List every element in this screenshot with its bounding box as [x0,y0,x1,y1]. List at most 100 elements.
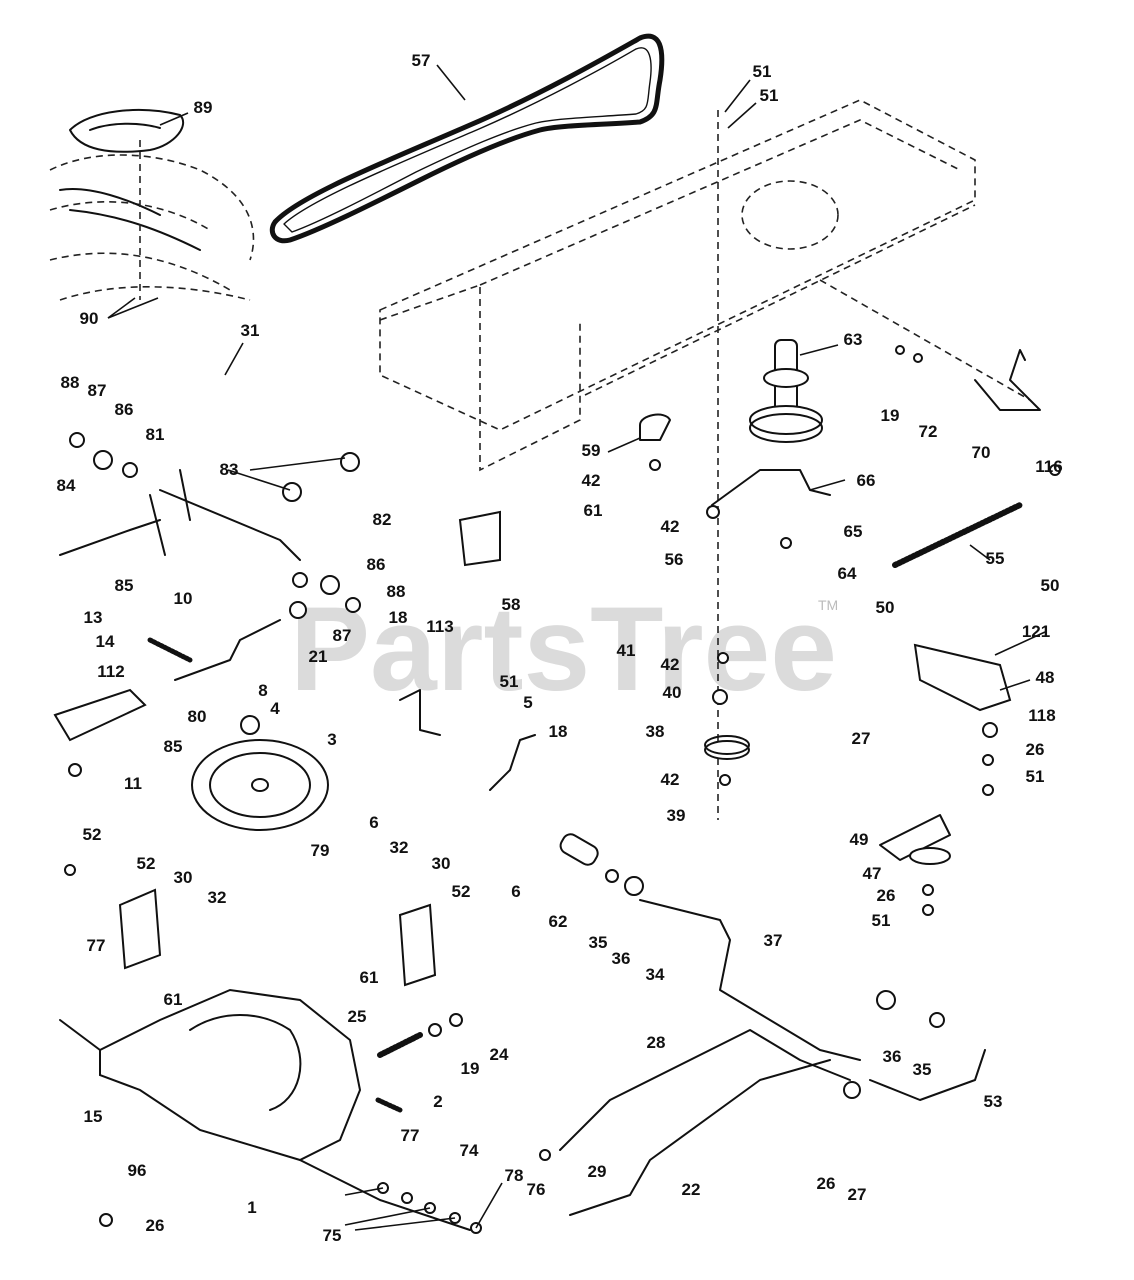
callout-c40: 40 [663,683,682,702]
callout-c42c: 42 [661,655,680,674]
callout-c18b: 18 [549,722,568,741]
callout-c85b: 85 [164,737,183,756]
callout-c116: 116 [1035,457,1062,476]
callout-c6a: 6 [369,813,378,832]
callout-c32a: 32 [390,838,409,857]
callout-c19a: 19 [881,406,900,425]
callout-c29: 29 [588,1162,607,1181]
idler-bracket-48 [913,643,1012,712]
callout-c87b: 87 [333,626,352,645]
watermark-text: PartsTree [290,582,837,716]
callout-c72: 72 [919,422,938,441]
callout-c3: 3 [327,730,336,749]
callout-c1: 1 [247,1198,256,1217]
callout-c27b: 27 [848,1185,867,1204]
pulley-assembly-63 [749,339,823,443]
callout-c81: 81 [146,425,165,444]
callout-c31: 31 [241,321,260,340]
callout-c78: 78 [505,1166,524,1185]
callout-c32b: 32 [208,888,227,907]
pulley-47 [909,847,951,865]
callout-c113: 113 [426,617,453,636]
callout-c41: 41 [617,641,636,660]
callout-c121: 121 [1022,622,1050,641]
callout-c53: 53 [984,1092,1003,1111]
callout-c77a: 77 [87,936,106,955]
callout-c88a: 88 [61,373,80,392]
fasteners [64,345,1061,1234]
callout-c51a: 51 [753,62,772,81]
callout-c86b: 86 [367,555,386,574]
callout-c26d: 26 [146,1216,165,1235]
drive-belt [269,33,665,244]
lever-5 [489,734,536,791]
watermark-trademark: TM [818,597,838,613]
callout-c74: 74 [460,1141,479,1160]
callout-c37: 37 [764,931,783,950]
callout-c96: 96 [128,1161,147,1180]
callout-c19b: 19 [461,1059,480,1078]
spring-55 [892,502,1023,568]
transmission-pulley-3 [191,739,329,831]
callout-c63: 63 [844,330,863,349]
callout-c61c: 61 [360,968,379,987]
callout-c42b: 42 [661,517,680,536]
callout-c24: 24 [490,1045,509,1064]
callout-c64: 64 [838,564,857,583]
hood-body-outline [49,109,255,301]
callout-c42d: 42 [661,770,680,789]
rod-28 [559,1029,851,1151]
plate-58 [458,510,501,567]
rod-53 [869,1049,986,1101]
callout-c28: 28 [647,1033,666,1052]
callout-c36a: 36 [612,949,631,968]
callout-c48: 48 [1036,668,1055,687]
callout-c18a: 18 [389,608,408,627]
callout-c55: 55 [986,549,1005,568]
callout-c90: 90 [80,309,99,328]
clip-59 [639,413,671,441]
callout-c88b: 88 [387,582,406,601]
callout-c57: 57 [412,51,431,70]
bracket-113 [399,689,441,736]
callout-c87a: 87 [88,381,107,400]
callout-c39: 39 [667,806,686,825]
callout-c30a: 30 [432,854,451,873]
callout-c11: 11 [124,774,142,793]
callout-c26a: 26 [1026,740,1045,759]
callout-c112: 112 [97,662,124,681]
spring-2 [375,1097,403,1113]
callout-c61b: 61 [164,990,183,1009]
callout-c51c: 51 [500,672,519,691]
callout-c14: 14 [96,632,115,651]
callout-c56: 56 [665,550,684,569]
callout-c61a: 61 [584,501,603,520]
leader-lines [107,64,1046,1231]
callout-c8: 8 [258,681,267,700]
callout-c62: 62 [549,912,568,931]
callout-c50b: 50 [876,598,895,617]
callout-c70: 70 [972,443,991,462]
callout-c47: 47 [863,864,882,883]
callout-c42a: 42 [582,471,601,490]
callout-c118: 118 [1028,706,1055,725]
callout-c25: 25 [348,1007,367,1026]
callout-c52b: 52 [137,854,156,873]
callout-c65: 65 [844,522,863,541]
callout-c52c: 52 [452,882,471,901]
callout-c10: 10 [174,589,193,608]
callout-c76: 76 [527,1180,546,1199]
spring-10 [147,637,193,663]
callout-c26c: 26 [817,1174,836,1193]
spring-25 [377,1032,423,1058]
callout-c35b: 35 [913,1060,932,1079]
callout-c86a: 86 [115,400,134,419]
bushing-62 [559,833,599,866]
callout-c66: 66 [857,471,876,490]
shift-linkage [59,469,301,561]
callout-c58: 58 [502,595,521,614]
rod-70 [974,349,1041,411]
callout-c51b: 51 [760,86,779,105]
